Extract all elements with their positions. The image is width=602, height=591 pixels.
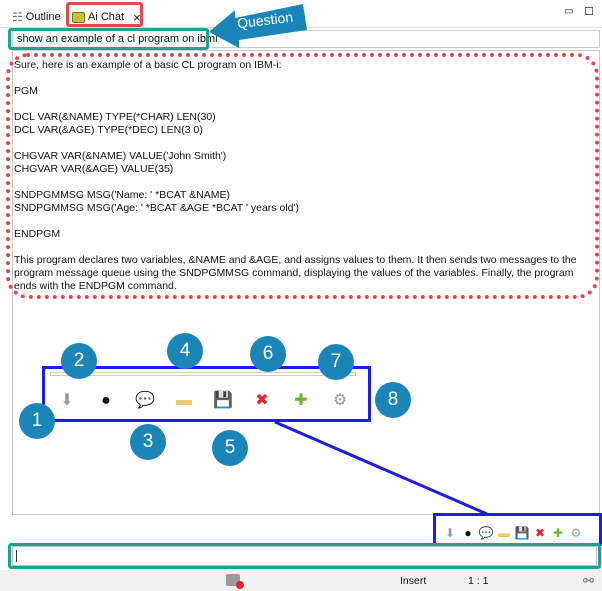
status-bar: Insert 1 : 1 ⚯ [0,570,602,591]
highlight-response [6,53,599,299]
highlight-toolbar [42,366,371,422]
error-badge-icon [236,581,244,589]
question-input[interactable]: show an example of a cl program on ibmi [12,30,600,48]
toolbar: ⬇ ● 💬 ▬ 💾 ✖ ✚ ⚙ [443,526,583,540]
callout-6: 6 [250,336,286,372]
callout-1: 1 [19,403,55,439]
clear-icon[interactable]: ✖ [255,392,269,409]
scroll-down-icon[interactable]: ⬇ [444,526,456,540]
response-line: PGM [14,85,38,97]
outline-icon: ☷ [12,10,23,24]
chat-icon [72,11,85,23]
response-line: DCL VAR(&NAME) TYPE(*CHAR) LEN(30) [14,111,216,123]
highlight-question [8,28,209,50]
response-line: CHGVAR VAR(&AGE) VALUE(35) [14,163,174,175]
new-icon[interactable]: ✚ [294,392,308,409]
chat-icon[interactable]: 💬 [135,392,155,409]
settings-icon[interactable]: ⚙ [332,392,348,409]
chat-input[interactable] [12,546,597,566]
settings-icon[interactable]: ⚙ [570,526,582,540]
callout-5: 5 [212,430,248,466]
toolbar-divider [50,372,356,376]
link-icon[interactable]: ⚯ [583,573,594,588]
github-icon[interactable]: ● [464,526,472,540]
tab-outline[interactable]: ☷ Outline [12,10,61,24]
response-line: ENDPGM [14,228,61,240]
close-tab-icon[interactable]: × [133,9,141,25]
question-arrow-annotation [209,4,307,48]
response-line: SNDPGMMSG MSG('Name: ' *BCAT &NAME) [14,189,230,201]
github-icon[interactable]: ● [101,392,111,409]
response-text: Sure, here is an example of a basic CL p… [14,59,596,293]
minimize-icon[interactable]: ▭ [564,6,574,17]
maximize-icon[interactable]: ☐ [584,6,594,18]
insert-mode: Insert [400,575,427,587]
save-icon[interactable]: 💾 [213,392,233,409]
response-line: DCL VAR(&AGE) TYPE(*DEC) LEN(3 0) [14,124,203,136]
callout-3: 3 [130,424,166,460]
response-line: CHGVAR VAR(&NAME) VALUE('John Smith') [14,150,227,162]
tab-ai-chat[interactable]: Ai Chat × [72,8,141,26]
cursor-position: 1 : 1 [468,575,489,587]
chat-icon[interactable]: 💬 [478,526,494,540]
scroll-down-icon[interactable]: ⬇ [60,392,74,409]
callout-4: 4 [167,333,203,369]
toolbar-large: ⬇ ● 💬 ▬ 💾 ✖ ✚ ⚙ [58,392,349,410]
response-line: SNDPGMMSG MSG('Age: ' *BCAT &AGE *BCAT '… [14,202,299,214]
callout-2: 2 [61,343,97,379]
clear-icon[interactable]: ✖ [534,526,546,540]
open-folder-icon[interactable]: ▬ [498,526,510,540]
highlight-tab [66,2,143,27]
response-line: This program declares two variables, &NA… [14,254,580,292]
callout-7: 7 [318,344,354,380]
new-icon[interactable]: ✚ [552,526,564,540]
callout-8: 8 [375,382,411,418]
open-folder-icon[interactable]: ▬ [176,392,192,409]
highlight-input [8,543,601,569]
save-icon[interactable]: 💾 [514,526,530,540]
